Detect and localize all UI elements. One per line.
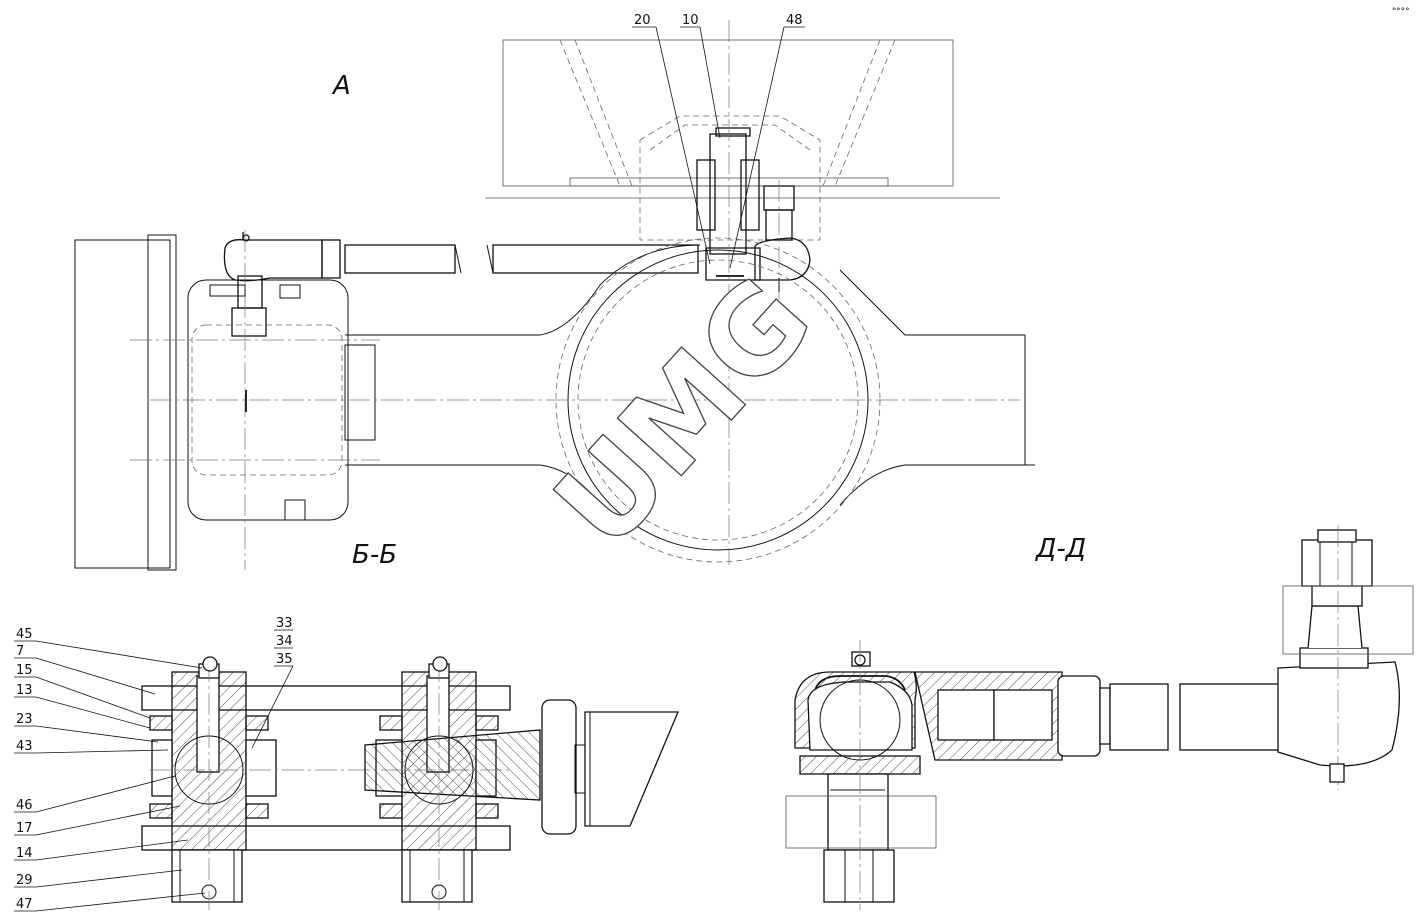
callout-label: 33 <box>276 616 293 631</box>
section-d-drawing <box>785 525 1414 910</box>
callout-label: 48 <box>786 13 803 28</box>
callout-label: 34 <box>276 634 293 649</box>
callout-label: 13 <box>16 683 33 698</box>
callout-label: 17 <box>16 821 33 836</box>
callout-label: 45 <box>16 627 33 642</box>
callout-label: 46 <box>16 798 33 813</box>
callout-label: 15 <box>16 663 33 678</box>
callout-label: 47 <box>16 897 33 912</box>
callout-label: 35 <box>276 652 293 667</box>
callout-label: 23 <box>16 712 33 727</box>
callout-label: 20 <box>634 13 651 28</box>
watermark-text: UMG <box>528 251 838 574</box>
section-b-drawing <box>141 656 679 910</box>
callout-label: 10 <box>682 13 699 28</box>
view-b-title: Б-Б <box>352 540 397 570</box>
callouts-33-35: 33 34 35 <box>251 616 294 749</box>
view-a-drawing <box>74 20 1035 571</box>
callout-label: 7 <box>16 644 24 659</box>
callout-label: 29 <box>16 873 33 888</box>
callout-label: 43 <box>16 739 33 754</box>
view-a-title: А <box>331 71 351 101</box>
corner-mark: "°°° <box>1392 7 1410 17</box>
callouts-left: 45 7 15 13 23 43 46 17 14 29 47 <box>14 627 206 912</box>
callouts-top: 20 10 48 <box>632 13 805 269</box>
callout-label: 14 <box>16 846 33 861</box>
view-d-title: Д-Д <box>1035 534 1086 564</box>
